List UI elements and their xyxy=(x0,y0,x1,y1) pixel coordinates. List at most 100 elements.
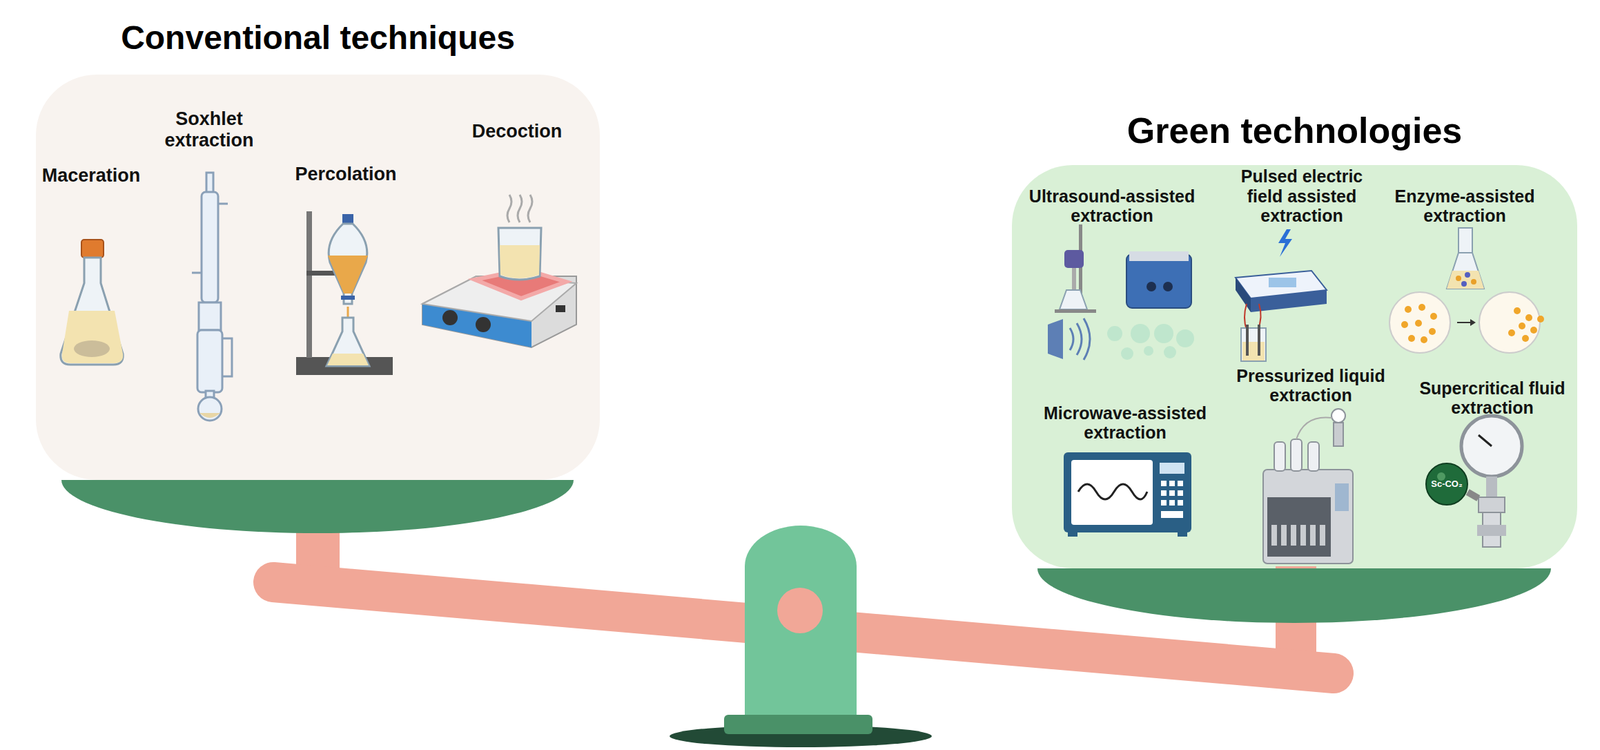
supercritical-extractor xyxy=(1478,434,1492,446)
pulsed-electric-field-device xyxy=(1257,324,1261,356)
microwave-oven xyxy=(1161,510,1184,518)
fulcrum xyxy=(777,587,823,633)
soxhlet-apparatus xyxy=(199,412,221,418)
maceration-flask xyxy=(73,340,110,357)
microwave-oven xyxy=(1161,499,1167,506)
ultrasound-equipment xyxy=(1163,281,1173,292)
microwave-oven xyxy=(1067,532,1078,537)
technique-label: Pulsed electric field assisted extractio… xyxy=(1231,166,1373,226)
microwave-oven xyxy=(1071,459,1153,525)
ultrasound-equipment xyxy=(1163,345,1177,359)
enzyme-illustration xyxy=(1401,303,1545,344)
supercritical-extractor xyxy=(1486,476,1498,497)
microwave-oven xyxy=(1169,480,1175,486)
enzyme-illustration xyxy=(1446,252,1485,289)
technique-label: Microwave-assisted extraction xyxy=(1034,403,1216,444)
soxhlet-apparatus xyxy=(198,302,221,330)
microwave-oven xyxy=(1161,480,1167,486)
pulsed-electric-field-device xyxy=(1235,277,1251,312)
microwave-oven xyxy=(1063,452,1192,537)
panel-heading: Conventional techniques xyxy=(120,18,515,57)
fulcrum xyxy=(724,714,873,734)
ultrasound-equipment xyxy=(1059,289,1088,310)
pressurized-liquid-extractor xyxy=(1300,524,1306,546)
decoction-hotplate xyxy=(555,305,566,312)
maceration-flask xyxy=(62,310,123,364)
percolation-setup xyxy=(326,317,370,366)
enzyme-illustration xyxy=(1470,278,1477,285)
green-panel xyxy=(1011,164,1578,569)
ultrasound-equipment xyxy=(1154,323,1174,344)
fulcrum xyxy=(669,525,932,747)
supercritical-extractor xyxy=(1478,496,1505,513)
enzyme-illustration xyxy=(1479,291,1540,353)
pressurized-liquid-extractor xyxy=(1271,524,1326,546)
pulsed-electric-field-device xyxy=(1250,289,1327,312)
maceration-flask xyxy=(81,239,104,258)
enzyme-illustration xyxy=(1389,227,1545,353)
ultrasound-equipment xyxy=(1064,249,1084,268)
enzyme-illustration xyxy=(1525,314,1533,321)
decoction-hotplate xyxy=(507,194,512,223)
enzyme-illustration xyxy=(1518,322,1526,330)
pulsed-electric-field-device xyxy=(1242,341,1265,361)
chemical-label: Sc-CO₂ xyxy=(1430,479,1463,490)
soxhlet-apparatus xyxy=(222,338,232,377)
supercritical-extractor xyxy=(1426,463,1468,505)
microwave-oven xyxy=(1063,452,1192,533)
pressurized-liquid-extractor xyxy=(1331,408,1346,423)
pressurized-liquid-extractor xyxy=(1319,524,1326,546)
technique-label: Enzyme-assisted extraction xyxy=(1383,186,1547,227)
pressurized-liquid-extractor xyxy=(1308,441,1320,471)
ultrasound-equipment xyxy=(1143,345,1154,356)
ultrasound-equipment xyxy=(1146,281,1157,292)
percolation-setup xyxy=(327,353,369,366)
pressurized-liquid-extractor xyxy=(1296,416,1333,439)
pulsed-electric-field-device xyxy=(1245,324,1249,356)
pulsed-electric-field-device xyxy=(1235,229,1327,362)
pressurized-liquid-extractor xyxy=(1333,422,1344,446)
microwave-oven xyxy=(1161,480,1184,518)
technique-label: Decoction xyxy=(447,120,587,143)
balance-pan xyxy=(1037,568,1551,623)
soxhlet-apparatus xyxy=(191,271,202,275)
microwave-oven xyxy=(1159,462,1185,474)
ultrasound-equipment xyxy=(1083,318,1090,360)
enzyme-illustration xyxy=(1508,329,1516,337)
soxhlet-apparatus xyxy=(198,396,222,421)
decoction-hotplate xyxy=(475,316,491,333)
technique-label: Ultrasound-assisted extraction xyxy=(1021,186,1203,227)
ultrasound-equipment xyxy=(1047,224,1195,360)
pressurized-liquid-extractor xyxy=(1271,524,1277,546)
pulsed-electric-field-device xyxy=(1278,229,1293,257)
fulcrum xyxy=(744,525,857,720)
soxhlet-apparatus xyxy=(191,172,232,421)
enzyme-illustration xyxy=(1418,303,1426,311)
enzyme-illustration xyxy=(1522,334,1529,342)
microwave-oven xyxy=(1177,499,1184,506)
decoction-hotplate xyxy=(442,309,458,326)
pressurized-liquid-extractor xyxy=(1334,483,1349,511)
microwave-oven xyxy=(1177,532,1188,537)
enzyme-illustration xyxy=(1428,327,1436,335)
enzyme-illustration xyxy=(1401,320,1409,328)
pulsed-electric-field-device xyxy=(1241,327,1266,362)
pressurized-liquid-extractor xyxy=(1263,408,1353,564)
enzyme-illustration xyxy=(1430,312,1438,320)
balance-pan xyxy=(61,479,574,533)
decoction-hotplate xyxy=(498,227,542,280)
ultrasound-equipment xyxy=(1126,254,1192,308)
technique-label: Pressurized liquid extraction xyxy=(1224,365,1398,406)
enzyme-illustration xyxy=(1464,271,1471,278)
microwave-oven xyxy=(1177,490,1184,496)
microwave-oven xyxy=(1169,490,1175,496)
percolation-setup xyxy=(342,213,354,224)
pressurized-liquid-extractor xyxy=(1281,524,1287,546)
microwave-oven xyxy=(1161,490,1167,496)
maceration-flask xyxy=(60,239,123,365)
ultrasound-equipment xyxy=(1047,318,1063,359)
technique-label: Maceration xyxy=(22,164,161,187)
pressurized-liquid-extractor xyxy=(1290,438,1302,471)
decoction-hotplate xyxy=(528,194,533,223)
ultrasound-equipment xyxy=(1120,347,1134,360)
